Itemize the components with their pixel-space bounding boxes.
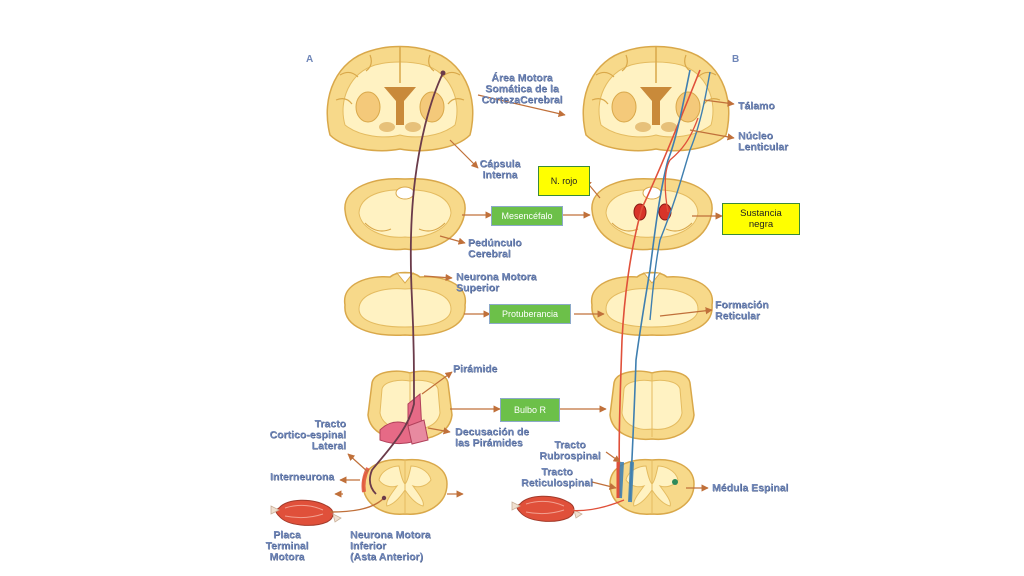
label-interneurona: Interneurona xyxy=(270,471,335,483)
reticulospinal-tract-line xyxy=(629,69,691,501)
panel-a-label: A xyxy=(306,54,314,65)
spinal-tract-marks xyxy=(618,461,634,503)
red-nucleus xyxy=(633,203,672,221)
pointer-arrows xyxy=(334,94,735,498)
muscle-b xyxy=(511,495,583,522)
motor-output-b xyxy=(565,499,625,512)
interneuron-dot xyxy=(381,495,387,501)
cord-dot-b xyxy=(672,479,678,485)
lower-motor-neuron-line xyxy=(329,497,385,513)
medulla-b xyxy=(609,370,695,441)
spinal-cord-a xyxy=(362,458,448,515)
cortex-neuron-dot xyxy=(440,70,446,76)
label-medula-espinal: Médula Espinal xyxy=(712,482,789,494)
label-piramide: Pirámide xyxy=(453,363,498,375)
corticospinal-tract-line xyxy=(369,72,444,495)
label-talamo: Tálamo xyxy=(738,100,775,112)
brain-a xyxy=(326,45,474,152)
midbrain-a xyxy=(344,178,466,251)
muscle-a xyxy=(270,499,342,526)
pyramids xyxy=(379,392,429,445)
lateral-tract-mark xyxy=(361,467,370,493)
box-n-rojo: N. rojo xyxy=(538,166,590,196)
midbrain-b xyxy=(591,178,713,251)
brain-b xyxy=(582,45,730,152)
orange-tract-line-2 xyxy=(664,117,699,213)
box-bulbo: Bulbo R xyxy=(500,398,560,422)
box-mesencefalo: Mesencéfalo xyxy=(491,206,563,226)
box-protuberancia: Protuberancia xyxy=(489,304,571,324)
rubrospinal-tract-line xyxy=(618,69,701,497)
panel-b-label: B xyxy=(732,54,740,65)
blue-tract-line-2 xyxy=(649,71,711,321)
pons-a xyxy=(343,271,467,336)
